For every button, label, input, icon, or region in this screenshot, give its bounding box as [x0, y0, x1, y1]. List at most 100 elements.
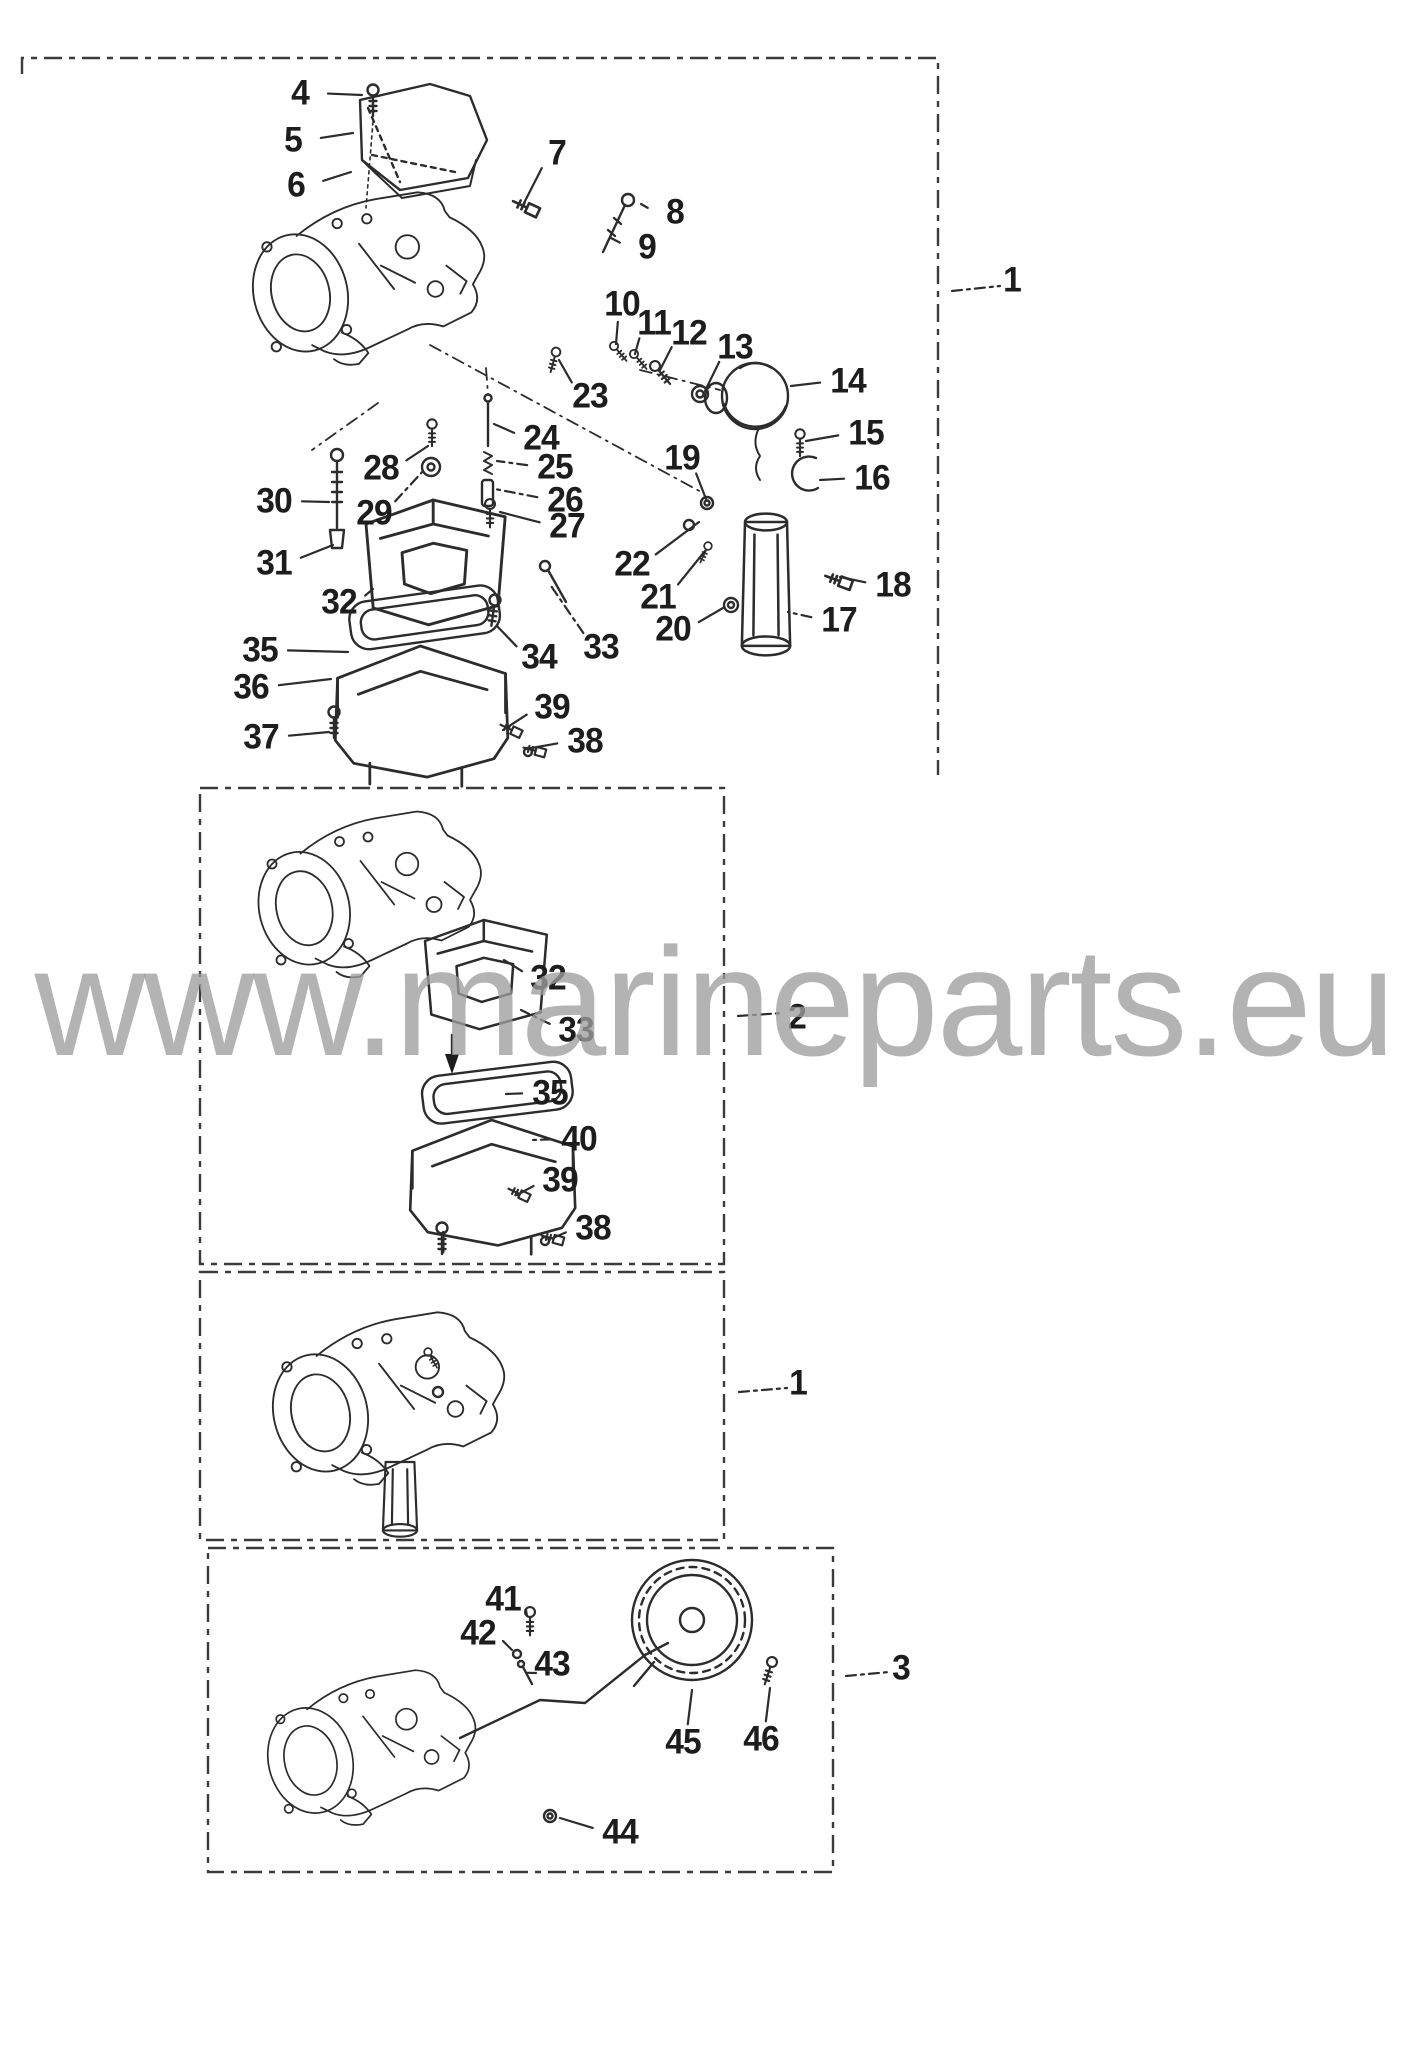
- group-ref-leader-carburetor-exploded-top: [950, 284, 1002, 293]
- callout-leader-carburetor-exploded-top-21: [676, 549, 707, 586]
- callout-label-carburetor-exploded-top-37: 37: [243, 717, 279, 757]
- callout-label-carburetor-exploded-top-17: 17: [821, 600, 857, 640]
- callout-leader-carburetor-exploded-top-33: [547, 581, 585, 635]
- callout-leader-choke-diaphragm-group-45: [686, 1688, 694, 1726]
- callout-label-carburetor-exploded-top-23: 23: [572, 376, 608, 416]
- callout-leader-choke-diaphragm-group-41: [524, 1608, 529, 1618]
- leader-layer: [277, 92, 1002, 1830]
- callout-leader-carburetor-float-bowl-group-38: [551, 1231, 567, 1240]
- group-ref-leader-carburetor-float-bowl-group: [736, 1011, 785, 1018]
- callout-label-carburetor-exploded-top-14: 14: [830, 361, 866, 401]
- callout-label-carburetor-exploded-top-18: 18: [875, 565, 911, 605]
- group-ref-leader-carburetor-assembly-complete: [737, 1386, 789, 1394]
- callout-label-carburetor-float-bowl-group-33: 33: [558, 1010, 594, 1050]
- callout-label-carburetor-exploded-top-27: 27: [549, 506, 585, 546]
- group-ref-label-carburetor-float-bowl-group: 2: [788, 997, 807, 1037]
- callout-label-carburetor-exploded-top-7: 7: [548, 133, 567, 173]
- callout-leader-carburetor-exploded-top-36: [277, 677, 333, 687]
- callout-leader-carburetor-exploded-top-12: [658, 346, 673, 372]
- callout-leader-carburetor-exploded-top-34: [495, 624, 518, 648]
- callout-label-carburetor-exploded-top-8: 8: [666, 192, 685, 232]
- callout-label-carburetor-exploded-top-10: 10: [604, 284, 640, 324]
- callout-leader-carburetor-exploded-top-39: [501, 713, 528, 732]
- callout-leader-carburetor-exploded-top-22: [654, 520, 701, 556]
- callout-leader-carburetor-exploded-top-23: [557, 358, 573, 384]
- callout-label-carburetor-exploded-top-31: 31: [256, 543, 292, 583]
- callout-leader-carburetor-exploded-top-17: [786, 610, 813, 619]
- callout-label-carburetor-exploded-top-19: 19: [664, 438, 700, 478]
- callout-label-carburetor-exploded-top-22: 22: [614, 544, 650, 584]
- callout-label-carburetor-exploded-top-30: 30: [256, 481, 292, 521]
- callout-label-choke-diaphragm-group-42: 42: [460, 1613, 496, 1653]
- callout-leader-carburetor-float-bowl-group-35: [504, 1092, 524, 1096]
- group-ref-label-carburetor-assembly-complete: 1: [789, 1363, 808, 1403]
- callout-label-carburetor-exploded-top-11: 11: [637, 303, 672, 343]
- callout-leader-carburetor-float-bowl-group-32: [502, 958, 524, 973]
- callout-leader-carburetor-exploded-top-5: [319, 131, 355, 140]
- group-box-3: [198, 1270, 726, 1542]
- callout-leader-carburetor-float-bowl-group-33: [519, 1008, 551, 1025]
- callout-leader-carburetor-float-bowl-group-40: [530, 1138, 553, 1142]
- callout-label-carburetor-exploded-top-25: 25: [537, 447, 573, 487]
- callout-leader-carburetor-exploded-top-11: [633, 337, 641, 356]
- callout-leader-choke-diaphragm-group-42: [501, 1639, 514, 1652]
- group-box-2: [198, 786, 726, 1266]
- callout-label-carburetor-exploded-top-9: 9: [638, 227, 657, 267]
- callout-label-choke-diaphragm-group-46: 46: [743, 1719, 779, 1759]
- callout-label-carburetor-exploded-top-21: 21: [640, 577, 676, 617]
- callout-leader-carburetor-exploded-top-38: [524, 742, 559, 751]
- callout-label-carburetor-exploded-top-34: 34: [521, 637, 557, 677]
- group-box-1-open: [20, 56, 940, 775]
- callout-leader-carburetor-exploded-top-31: [299, 543, 335, 559]
- callout-label-choke-diaphragm-group-43: 43: [534, 1644, 570, 1684]
- callout-leader-carburetor-exploded-top-6: [322, 170, 353, 182]
- callout-label-carburetor-exploded-top-28: 28: [363, 448, 399, 488]
- callout-leader-carburetor-exploded-top-16: [818, 477, 846, 482]
- callout-label-carburetor-exploded-top-15: 15: [848, 413, 884, 453]
- callout-label-carburetor-exploded-top-39: 39: [534, 687, 570, 727]
- carburetor-top-illustration: [239, 82, 855, 788]
- callout-leader-carburetor-exploded-top-8: [639, 202, 649, 209]
- callout-leader-carburetor-exploded-top-26: [493, 487, 539, 499]
- carburetor-complete-illustration: [259, 1311, 506, 1538]
- callout-label-carburetor-exploded-top-5: 5: [284, 120, 303, 160]
- callout-leader-choke-diaphragm-group-44: [558, 1816, 594, 1830]
- callout-label-carburetor-exploded-top-33: 33: [583, 627, 619, 667]
- callout-leader-carburetor-exploded-top-27: [498, 510, 541, 524]
- callout-leader-carburetor-exploded-top-15: [804, 434, 840, 443]
- callout-label-carburetor-float-bowl-group-38: 38: [575, 1208, 611, 1248]
- callout-leader-carburetor-exploded-top-7: [520, 167, 543, 209]
- group-ref-label-carburetor-exploded-top: 1: [1003, 260, 1022, 300]
- callout-label-carburetor-exploded-top-38: 38: [567, 721, 603, 761]
- callout-label-carburetor-exploded-top-13: 13: [717, 327, 753, 367]
- carburetor-bowl-illustration: [245, 810, 577, 1256]
- callout-leader-carburetor-exploded-top-28: [405, 444, 430, 462]
- callout-label-carburetor-exploded-top-35: 35: [242, 630, 278, 670]
- callout-label-carburetor-exploded-top-32: 32: [321, 582, 357, 622]
- callout-label-choke-diaphragm-group-45: 45: [665, 1722, 701, 1762]
- callout-label-carburetor-exploded-top-4: 4: [291, 73, 310, 113]
- group-ref-leader-choke-diaphragm-group: [844, 1670, 891, 1678]
- callout-leader-carburetor-exploded-top-25: [495, 459, 529, 467]
- callout-label-carburetor-float-bowl-group-35: 35: [532, 1073, 568, 1113]
- callout-leader-carburetor-exploded-top-9: [609, 236, 621, 244]
- callout-label-carburetor-exploded-top-36: 36: [233, 667, 269, 707]
- callout-leader-carburetor-exploded-top-30: [300, 500, 331, 504]
- callout-label-carburetor-exploded-top-12: 12: [671, 313, 707, 353]
- callout-leader-carburetor-exploded-top-19: [695, 472, 708, 501]
- callout-leader-choke-diaphragm-group-46: [764, 1686, 772, 1723]
- callout-label-choke-diaphragm-group-44: 44: [602, 1812, 638, 1852]
- callout-label-carburetor-exploded-top-16: 16: [854, 458, 890, 498]
- callout-leader-carburetor-float-bowl-group-39: [515, 1184, 535, 1197]
- callout-label-carburetor-exploded-top-6: 6: [287, 165, 306, 205]
- callout-label-choke-diaphragm-group-41: 41: [485, 1579, 521, 1619]
- choke-diaphragm-illustration: [256, 1558, 780, 1826]
- callout-leader-carburetor-exploded-top-18: [838, 575, 867, 584]
- callout-leader-carburetor-exploded-top-29: [394, 468, 426, 503]
- group-ref-label-choke-diaphragm-group: 3: [892, 1648, 911, 1688]
- callout-label-carburetor-float-bowl-group-40: 40: [561, 1119, 597, 1159]
- callout-leader-carburetor-exploded-top-14: [789, 381, 822, 388]
- callout-label-carburetor-exploded-top-29: 29: [356, 493, 392, 533]
